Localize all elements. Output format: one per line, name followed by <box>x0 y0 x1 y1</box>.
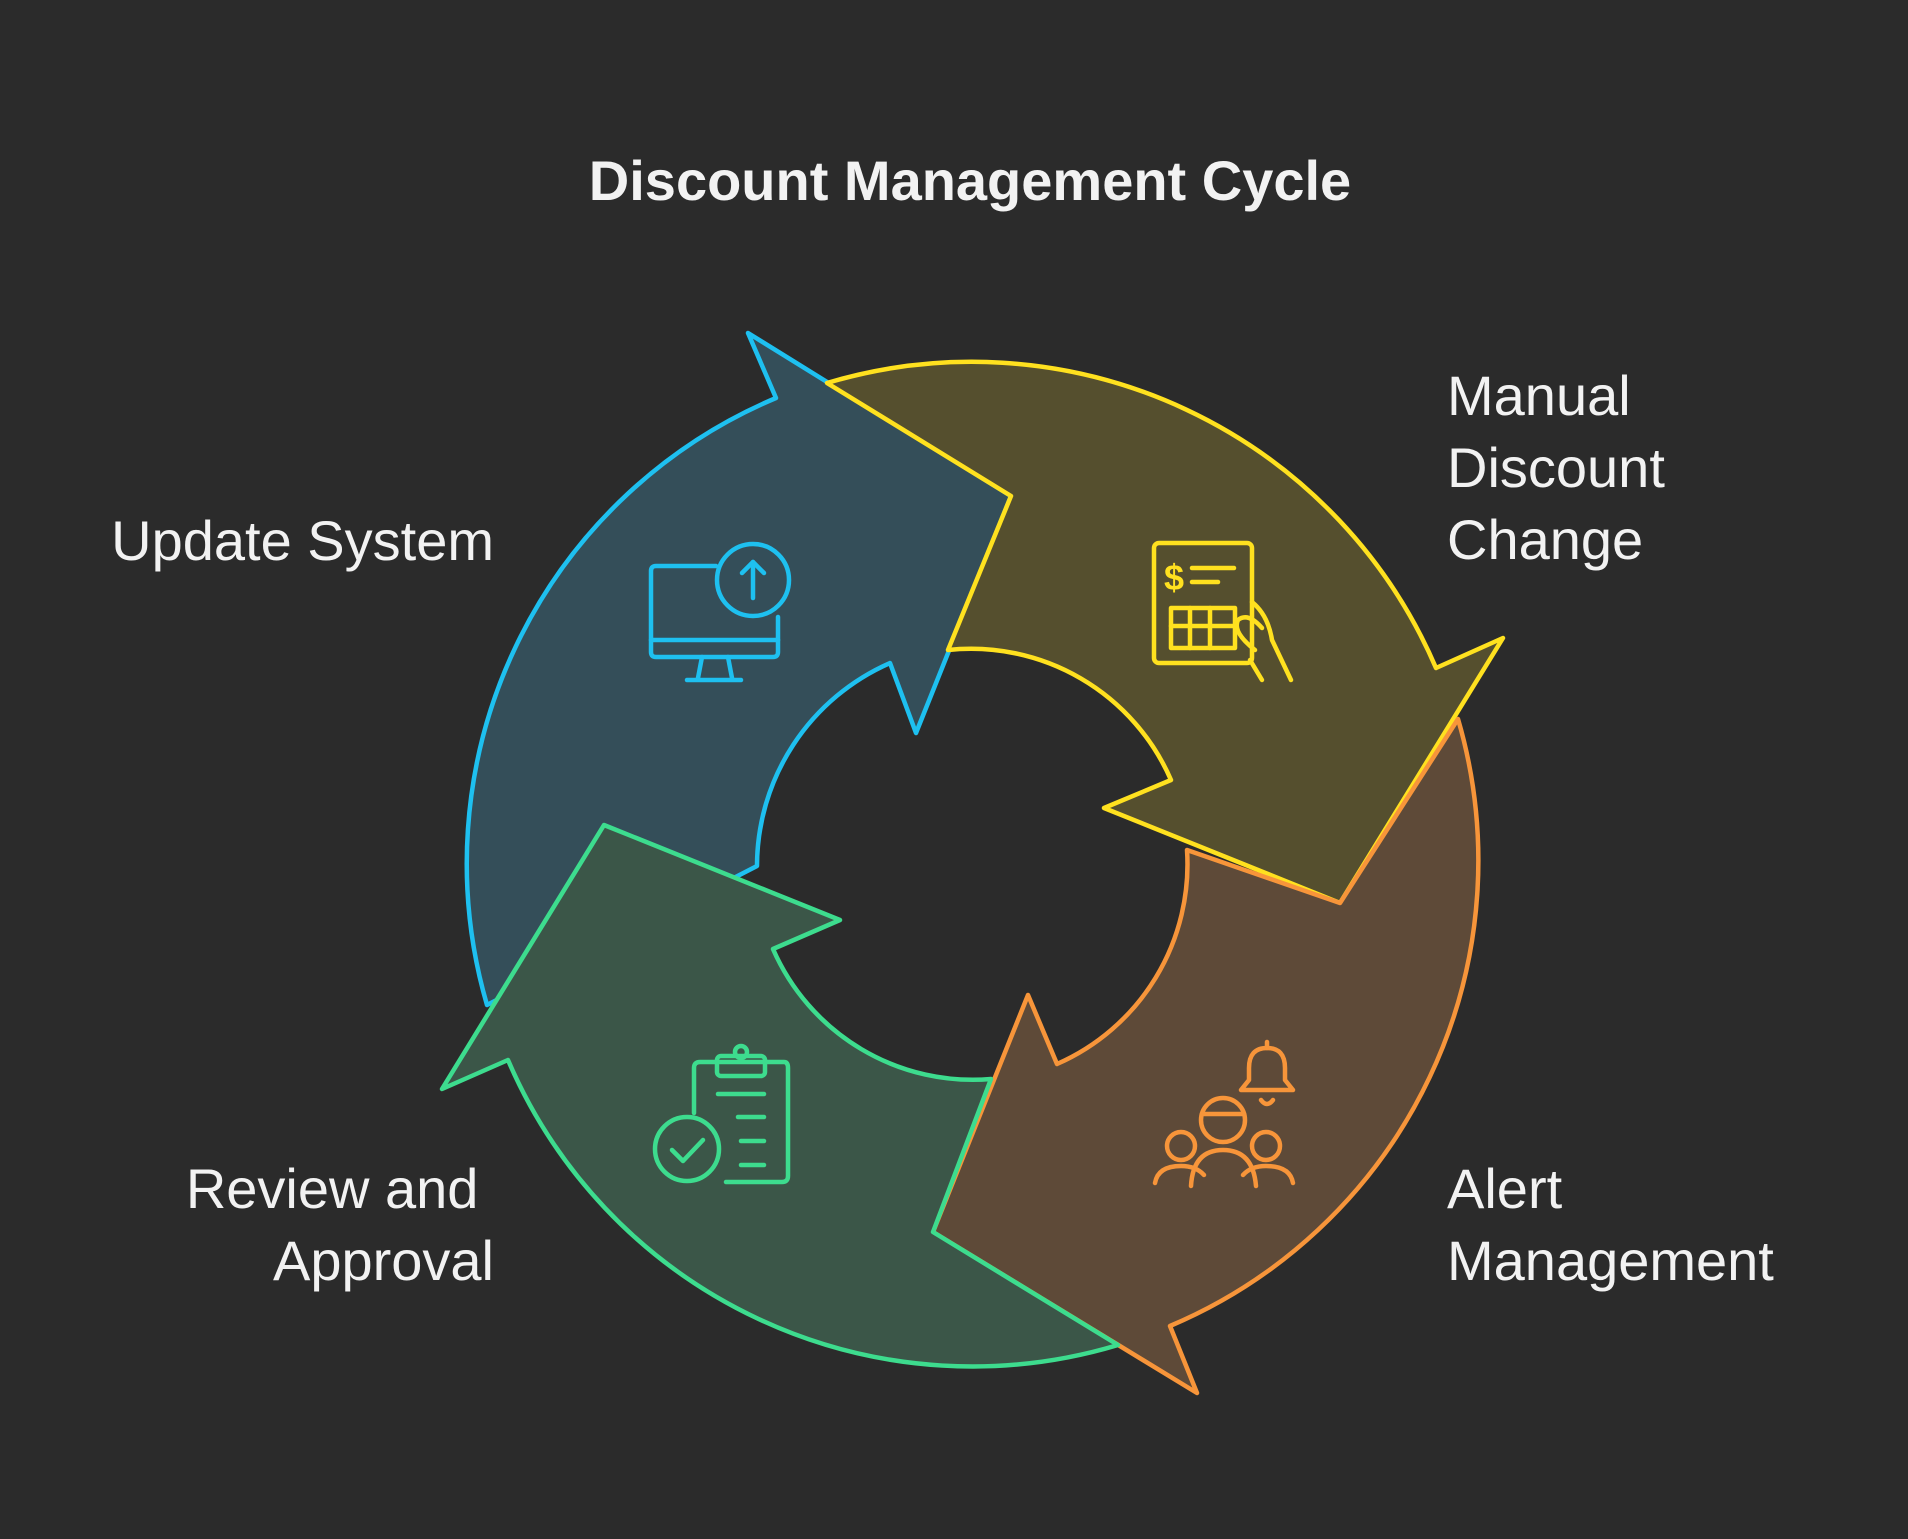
label-manual-discount-change: Manual Discount Change <box>1447 364 1680 571</box>
segment-arrow-alert-management <box>930 716 1481 1396</box>
diagram-title: Discount Management Cycle <box>589 149 1351 212</box>
label-alert-management: Alert Management <box>1447 1157 1774 1292</box>
segment-arrow-review-and-approval <box>439 822 1121 1369</box>
price-list-hand-icon: $ <box>1151 540 1294 683</box>
team-alert-bell-icon <box>1152 1039 1296 1189</box>
segment-review-and-approval <box>439 822 1121 1369</box>
svg-text:$: $ <box>1164 557 1184 598</box>
segment-arrow-manual-discount-change <box>824 359 1506 906</box>
monitor-upload-icon <box>648 541 792 683</box>
segment-manual-discount-change <box>824 359 1506 906</box>
segment-alert-management <box>930 716 1481 1396</box>
label-review-and-approval: Review and Approval <box>186 1157 494 1292</box>
label-update-system: Update System <box>111 509 494 572</box>
clipboard-check-icon <box>652 1043 791 1185</box>
